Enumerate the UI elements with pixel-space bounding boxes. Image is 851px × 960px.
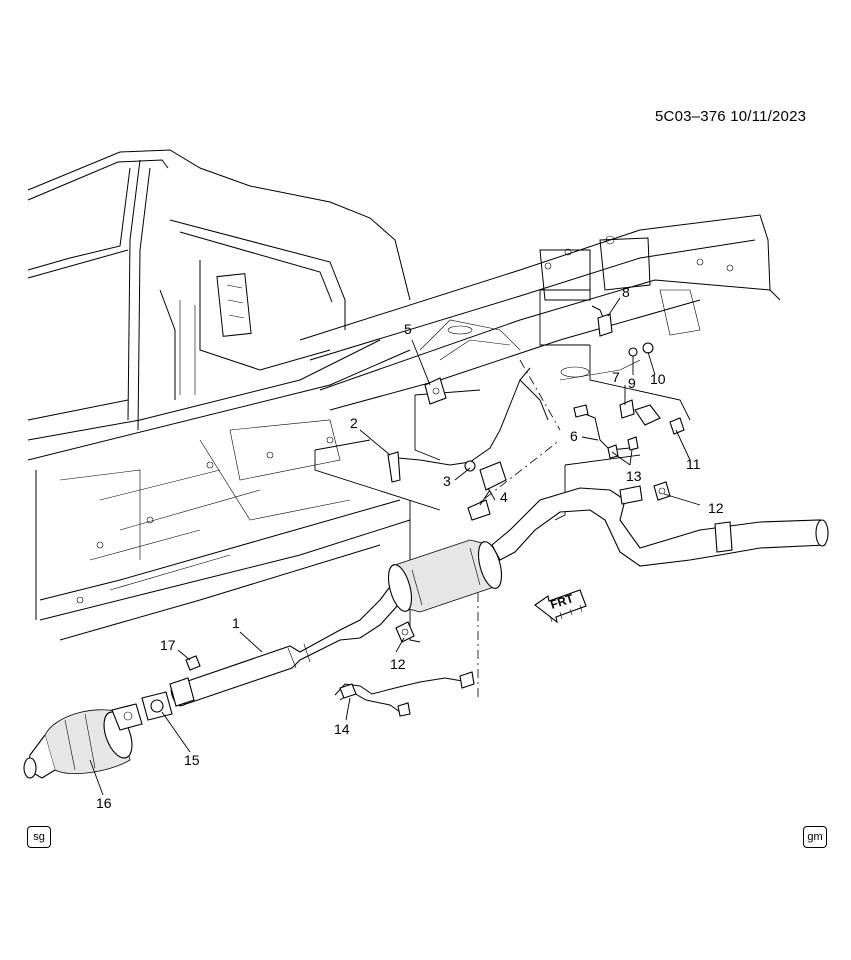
callout-numbers: 1 2 3 4 5 6 7 8 9 10 11 12 12 13 14 15 1…	[96, 284, 724, 811]
callout-3: 3	[443, 473, 451, 489]
front-direction-arrow: FRT	[534, 589, 587, 624]
part-12-hanger-lower	[395, 621, 415, 643]
figure-id: 5C03–376 10/11/2023	[655, 108, 807, 125]
part-1-muffler	[387, 539, 503, 613]
sensor-bracket	[634, 404, 661, 426]
sg-badge: sg	[27, 826, 51, 848]
callout-5: 5	[404, 321, 412, 337]
frame-rail-illustration	[299, 214, 781, 411]
callout-leaders	[89, 297, 701, 796]
part-15-gasket	[141, 691, 173, 721]
callout-7: 7	[612, 369, 620, 385]
part-3-nut	[464, 460, 476, 472]
callout-10: 10	[650, 371, 666, 387]
vehicle-body-illustration	[27, 149, 411, 641]
part-14-sensor-harness	[334, 671, 475, 717]
callout-4: 4	[500, 489, 508, 505]
gm-badge: gm	[803, 826, 827, 848]
callout-17: 17	[160, 637, 176, 653]
part-1-front-pipe	[169, 574, 411, 707]
callout-6: 6	[570, 428, 578, 444]
callout-8: 8	[622, 284, 630, 300]
part-13-bolts	[607, 436, 639, 459]
part-8-pressure-sensor	[591, 305, 613, 337]
part-9-washer	[628, 347, 638, 357]
callout-14: 14	[334, 721, 350, 737]
callout-11: 11	[686, 456, 701, 472]
part-16-catalytic-converter	[23, 703, 143, 779]
part-2-exhaust-sensor	[387, 367, 549, 483]
exhaust-parts	[23, 305, 829, 779]
callout-13: 13	[626, 468, 642, 484]
callout-15: 15	[184, 752, 200, 768]
part-4-sensor-module	[467, 461, 507, 521]
guide-lines	[314, 289, 691, 700]
callout-1: 1	[232, 615, 240, 631]
callout-12-upper: 12	[708, 500, 724, 516]
part-11-clip	[669, 417, 685, 435]
part-12-hanger-upper	[653, 481, 671, 501]
callout-2: 2	[350, 415, 358, 431]
callout-12-lower: 12	[390, 656, 406, 672]
part-10-nut	[642, 342, 654, 354]
part-5-bracket	[424, 377, 447, 405]
callout-9: 9	[628, 375, 636, 391]
part-7-clip	[619, 399, 635, 419]
part-tailpipe	[491, 485, 829, 567]
callout-16: 16	[96, 795, 112, 811]
